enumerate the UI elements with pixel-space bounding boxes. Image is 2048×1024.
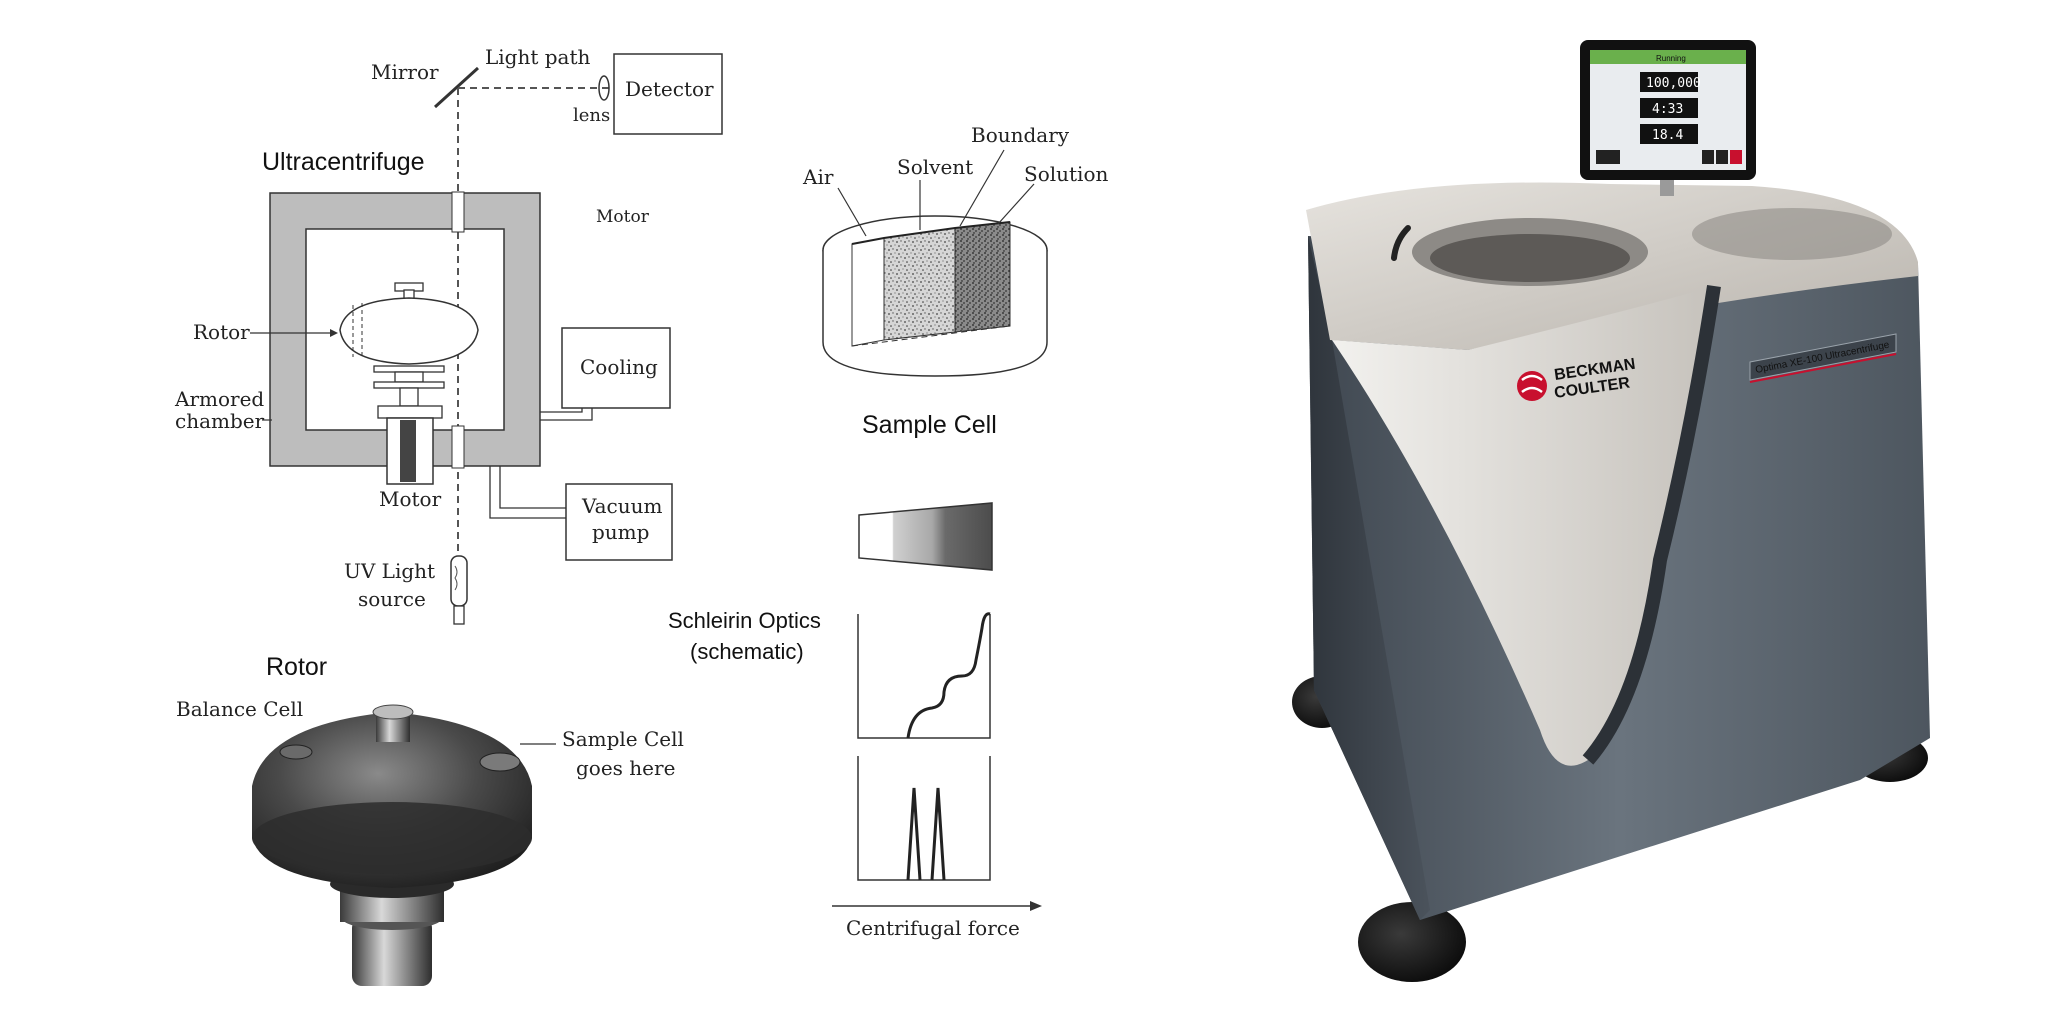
centrifugal-force-label: Centrifugal force bbox=[846, 916, 1020, 940]
boundary-pointer bbox=[959, 149, 1005, 227]
rotor-photo: Rotor Balance Cell Sample Cell goes here bbox=[176, 653, 684, 986]
rotor-rim bbox=[252, 802, 532, 874]
mirror-label: Mirror bbox=[371, 60, 439, 84]
lens-label: lens bbox=[573, 105, 610, 126]
time-readout-box bbox=[1640, 98, 1698, 118]
model-badge-stripe bbox=[1749, 353, 1897, 383]
sector-solvent bbox=[883, 227, 956, 341]
rotor-neck bbox=[394, 371, 424, 383]
peak-2 bbox=[930, 787, 946, 881]
rotor-base bbox=[373, 365, 445, 373]
front-panel-swoosh bbox=[1332, 286, 1714, 766]
centrifugal-force-arrowhead bbox=[1030, 901, 1042, 911]
vacuum-label-2: pump bbox=[592, 520, 649, 544]
gradient-curve bbox=[906, 612, 991, 739]
peak-plot-frame bbox=[857, 756, 991, 881]
gradient-plot-frame bbox=[857, 614, 991, 739]
lens bbox=[598, 75, 610, 101]
chamber-window-bottom bbox=[451, 425, 465, 469]
status-text: Running bbox=[1656, 54, 1686, 63]
rotor-top-knob-cap bbox=[372, 704, 414, 720]
rotor-label: Rotor bbox=[193, 320, 250, 344]
light-path-label: Light path bbox=[485, 45, 591, 69]
sector-solution bbox=[954, 221, 1011, 333]
sample-cell-label-1: Sample Cell bbox=[562, 727, 684, 751]
schematic-rotor bbox=[339, 297, 479, 365]
rotor-chamber-well bbox=[1430, 234, 1630, 282]
sample-cell-label-2: goes here bbox=[576, 756, 675, 780]
model-badge bbox=[1749, 333, 1897, 381]
sector-bottom-dash bbox=[851, 325, 1011, 347]
cooling-box bbox=[561, 327, 671, 409]
balance-cell-hole bbox=[279, 744, 313, 760]
schlieren-subheading: (schematic) bbox=[690, 639, 804, 664]
solvent-label: Solvent bbox=[897, 155, 973, 179]
temp-readout-box bbox=[1640, 124, 1698, 144]
foot-front bbox=[1358, 902, 1466, 982]
vacuum-pipe bbox=[489, 466, 566, 519]
cabinet-side bbox=[1308, 236, 1430, 920]
rotor-drive-spindle bbox=[352, 918, 432, 986]
screen-pause-button[interactable] bbox=[1702, 150, 1714, 164]
drive-shaft bbox=[399, 387, 419, 407]
motor-core bbox=[400, 420, 416, 482]
status-bar bbox=[1590, 50, 1746, 64]
rotor-heading: Rotor bbox=[266, 653, 327, 681]
ultracentrifuge-schematic: Ultracentrifuge Mirror Light path Detect… bbox=[174, 45, 723, 625]
motor-top-label: Motor bbox=[596, 207, 650, 227]
sector-top-edge bbox=[851, 221, 1011, 245]
uv-filament bbox=[454, 565, 458, 591]
speed-readout: 100,000 bbox=[1646, 76, 1701, 91]
ultracentrifuge-heading: Ultracentrifuge bbox=[262, 148, 425, 176]
schlieren-cell-strip bbox=[858, 502, 993, 571]
motor-coupling bbox=[377, 405, 443, 419]
armored-label-2: chamber bbox=[175, 409, 265, 433]
screen-stand bbox=[1660, 176, 1674, 196]
sector-air bbox=[851, 237, 885, 347]
screen-menu-button[interactable] bbox=[1596, 150, 1620, 164]
peak-1 bbox=[906, 787, 922, 881]
detector-box bbox=[613, 53, 723, 135]
rotor-hub bbox=[373, 381, 445, 389]
secondary-tray bbox=[1692, 208, 1892, 260]
vacuum-box bbox=[565, 483, 673, 561]
chamber-window-top bbox=[451, 191, 465, 233]
solution-pointer bbox=[997, 183, 1035, 225]
sample-cell-hole bbox=[479, 752, 521, 772]
panel-dark-edge bbox=[1582, 284, 1721, 765]
time-readout: 4:33 bbox=[1652, 102, 1683, 117]
lid-handle bbox=[1391, 225, 1411, 261]
rotor-pointer-head bbox=[330, 329, 338, 337]
beckman-logo-mark bbox=[1521, 374, 1543, 394]
temp-readout: 18.4 bbox=[1652, 128, 1683, 143]
uv-label-2: source bbox=[358, 587, 426, 611]
air-pointer bbox=[837, 187, 867, 237]
uv-label-1: UV Light bbox=[344, 559, 435, 583]
vacuum-label-1: Vacuum bbox=[581, 494, 662, 518]
armored-chamber bbox=[269, 192, 541, 467]
schlieren-optics: Schleirin Optics (schematic) Centrifugal… bbox=[668, 502, 1042, 940]
screen-stop-button[interactable] bbox=[1716, 150, 1728, 164]
armored-label-1: Armored bbox=[174, 387, 264, 411]
mirror bbox=[433, 66, 480, 109]
balance-cell-label: Balance Cell bbox=[176, 697, 303, 721]
sample-cell-diagram: Air Solvent Boundary Solution Sample Cel… bbox=[802, 123, 1108, 439]
cooling-pipe bbox=[540, 408, 593, 421]
solution-label: Solution bbox=[1024, 162, 1108, 186]
optima-ultracentrifuge-photo: BECKMAN COULTER Optima XE-100 Ultracentr… bbox=[1292, 40, 1930, 982]
sample-cell-heading: Sample Cell bbox=[862, 411, 997, 439]
screen-alert-button[interactable] bbox=[1730, 150, 1742, 164]
detector-label: Detector bbox=[625, 77, 714, 101]
cooling-label: Cooling bbox=[580, 355, 658, 379]
boundary-label: Boundary bbox=[971, 123, 1070, 147]
uv-lamp bbox=[450, 555, 468, 607]
schlieren-heading: Schleirin Optics bbox=[668, 608, 821, 633]
air-label: Air bbox=[802, 165, 834, 189]
uv-lamp-base bbox=[453, 605, 465, 625]
motor-label: Motor bbox=[379, 487, 442, 511]
speed-readout-box bbox=[1640, 72, 1698, 92]
